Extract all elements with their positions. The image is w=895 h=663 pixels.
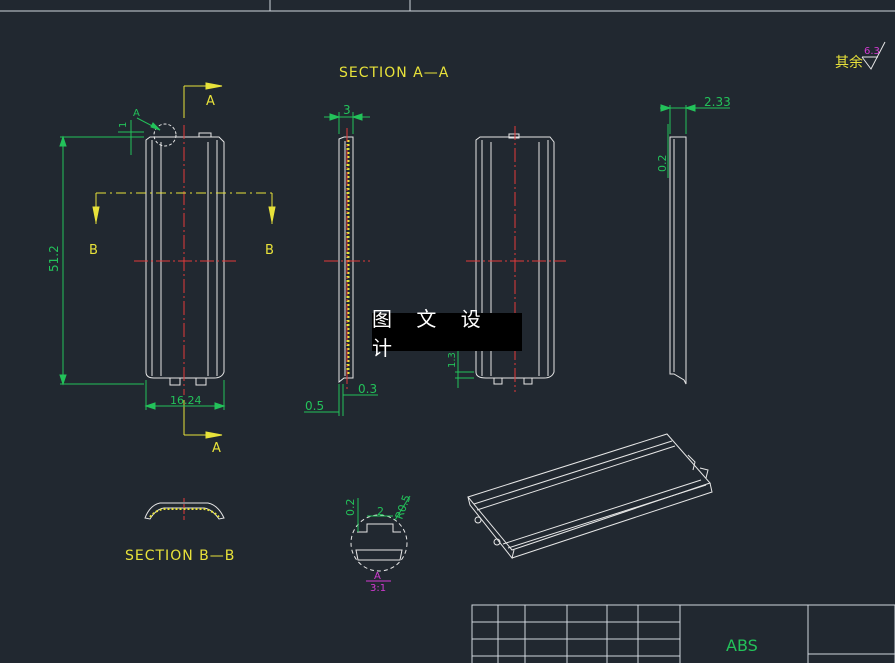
detail-scale-label: 3:1: [370, 583, 386, 594]
dim-1-3: 1.3: [447, 352, 458, 368]
cut-label-b-right: B: [265, 243, 274, 258]
dim-side-gap: 0.2: [656, 155, 669, 173]
dim-1: 1: [118, 122, 129, 128]
detail-dim-02: 0.2: [344, 499, 357, 517]
dim-top-offset: 2.33: [704, 95, 731, 109]
dim-width: 16.24: [170, 394, 202, 407]
dim-bottom-b: 0.3: [358, 382, 377, 396]
detail-dim-r: R0.5: [393, 493, 414, 521]
roughness-value: 6.3: [864, 46, 880, 57]
title-block: [471, 604, 895, 663]
detail-dim-2: 2: [377, 505, 384, 518]
section-aa-title: SECTION A—A: [339, 65, 449, 81]
dim-thickness: 3: [343, 103, 351, 117]
cut-label-b-left: B: [89, 243, 98, 258]
drawing-frame: [0, 0, 895, 12]
material-label: ABS: [726, 636, 758, 655]
dim-bottom-a: 0.5: [305, 399, 324, 413]
section-bb-view: [144, 498, 225, 522]
detail-a-view: 0.2 2 R0.5 A 3:1: [344, 493, 413, 594]
roughness-prefix: 其余: [835, 54, 863, 71]
watermark-badge: 图 文 设 计: [372, 307, 522, 360]
dim-height: 51.2: [47, 245, 61, 272]
narrow-side-view: 2.33 0.2: [656, 95, 731, 385]
section-aa-view: 3 0.5 0.3: [304, 103, 378, 416]
roughness-symbol: 其余 6.3: [835, 41, 886, 71]
cut-label-a-top: A: [206, 94, 215, 109]
detail-callout-a: A: [133, 108, 140, 119]
detail-ref-label: A: [374, 571, 381, 582]
isometric-view: [467, 433, 713, 560]
section-bb-title: SECTION B—B: [125, 548, 235, 564]
cut-label-a-bottom: A: [212, 441, 221, 456]
front-view: A A B B 51.2 16.24 1 A: [47, 82, 276, 456]
